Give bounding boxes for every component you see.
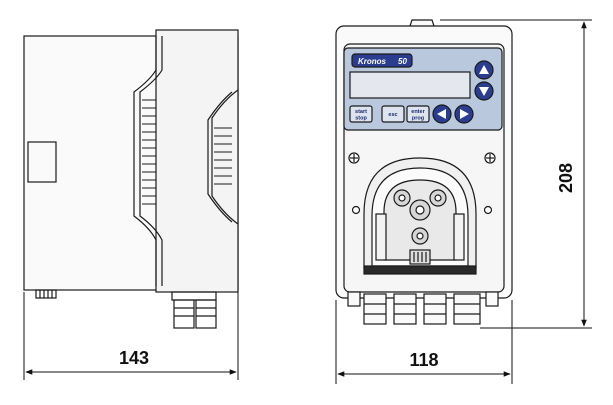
- dimension-width-label: 118: [409, 350, 438, 370]
- brand-logo: [351, 53, 413, 68]
- front-view: Kronos 50 start stop esc enter prog: [335, 19, 513, 325]
- hanging-tab: [409, 19, 435, 27]
- esc-label: esc: [388, 112, 397, 118]
- brand-name: Kronos: [358, 57, 387, 66]
- dimension-depth-label: 143: [119, 348, 149, 368]
- arrow-up-icon: [479, 65, 489, 74]
- arrow-left-icon: [437, 109, 446, 119]
- side-view: [23, 29, 239, 329]
- arrow-down-icon: [479, 87, 489, 96]
- bottom-rail: [363, 265, 477, 275]
- stop-label: stop: [355, 116, 367, 122]
- enter-prog-button[interactable]: [406, 105, 430, 123]
- lcd-display: [349, 71, 471, 99]
- arrow-right-icon: [460, 109, 469, 119]
- dimension-height-label: 208: [556, 163, 576, 193]
- pump-rotor: [393, 189, 447, 245]
- side-fittings: [171, 291, 217, 329]
- esc-button[interactable]: [381, 105, 405, 123]
- tube-clip: [409, 249, 431, 265]
- side-grip-left: [133, 36, 157, 286]
- dimension-width: 118: [335, 300, 513, 384]
- side-ribs-right: [214, 127, 232, 185]
- mounting-screws: [348, 152, 496, 215]
- side-tab: [27, 141, 57, 183]
- side-connector: [35, 289, 57, 299]
- prog-label: prog: [412, 116, 424, 122]
- side-front-cover: [155, 29, 239, 293]
- side-ribs-left: [142, 99, 156, 205]
- brand-model: 50: [398, 57, 407, 66]
- start-stop-button[interactable]: [349, 105, 373, 123]
- enter-label: enter: [411, 109, 425, 115]
- start-label: start: [355, 109, 367, 115]
- dimension-height: 208: [440, 19, 592, 329]
- dimension-depth: 143: [23, 292, 239, 380]
- front-fittings: [347, 291, 499, 325]
